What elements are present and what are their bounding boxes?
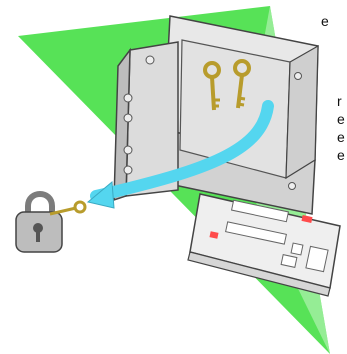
safe-bolt [295, 73, 302, 80]
door-bolt [124, 114, 132, 122]
safe-bolt [146, 56, 154, 64]
door-bolt [124, 94, 132, 102]
cropped-text-fragment: e [337, 146, 345, 164]
cropped-text-fragment: e [337, 128, 345, 146]
door-bolt [124, 166, 132, 174]
safe-bolt [289, 183, 296, 190]
key-icon [50, 202, 85, 214]
cropped-text-fragment: e [337, 110, 345, 128]
cropped-text-fragment: e [321, 12, 329, 30]
cropped-text-fragment: r [337, 92, 342, 110]
padlock-icon [16, 194, 62, 252]
door-bolt [124, 146, 132, 154]
